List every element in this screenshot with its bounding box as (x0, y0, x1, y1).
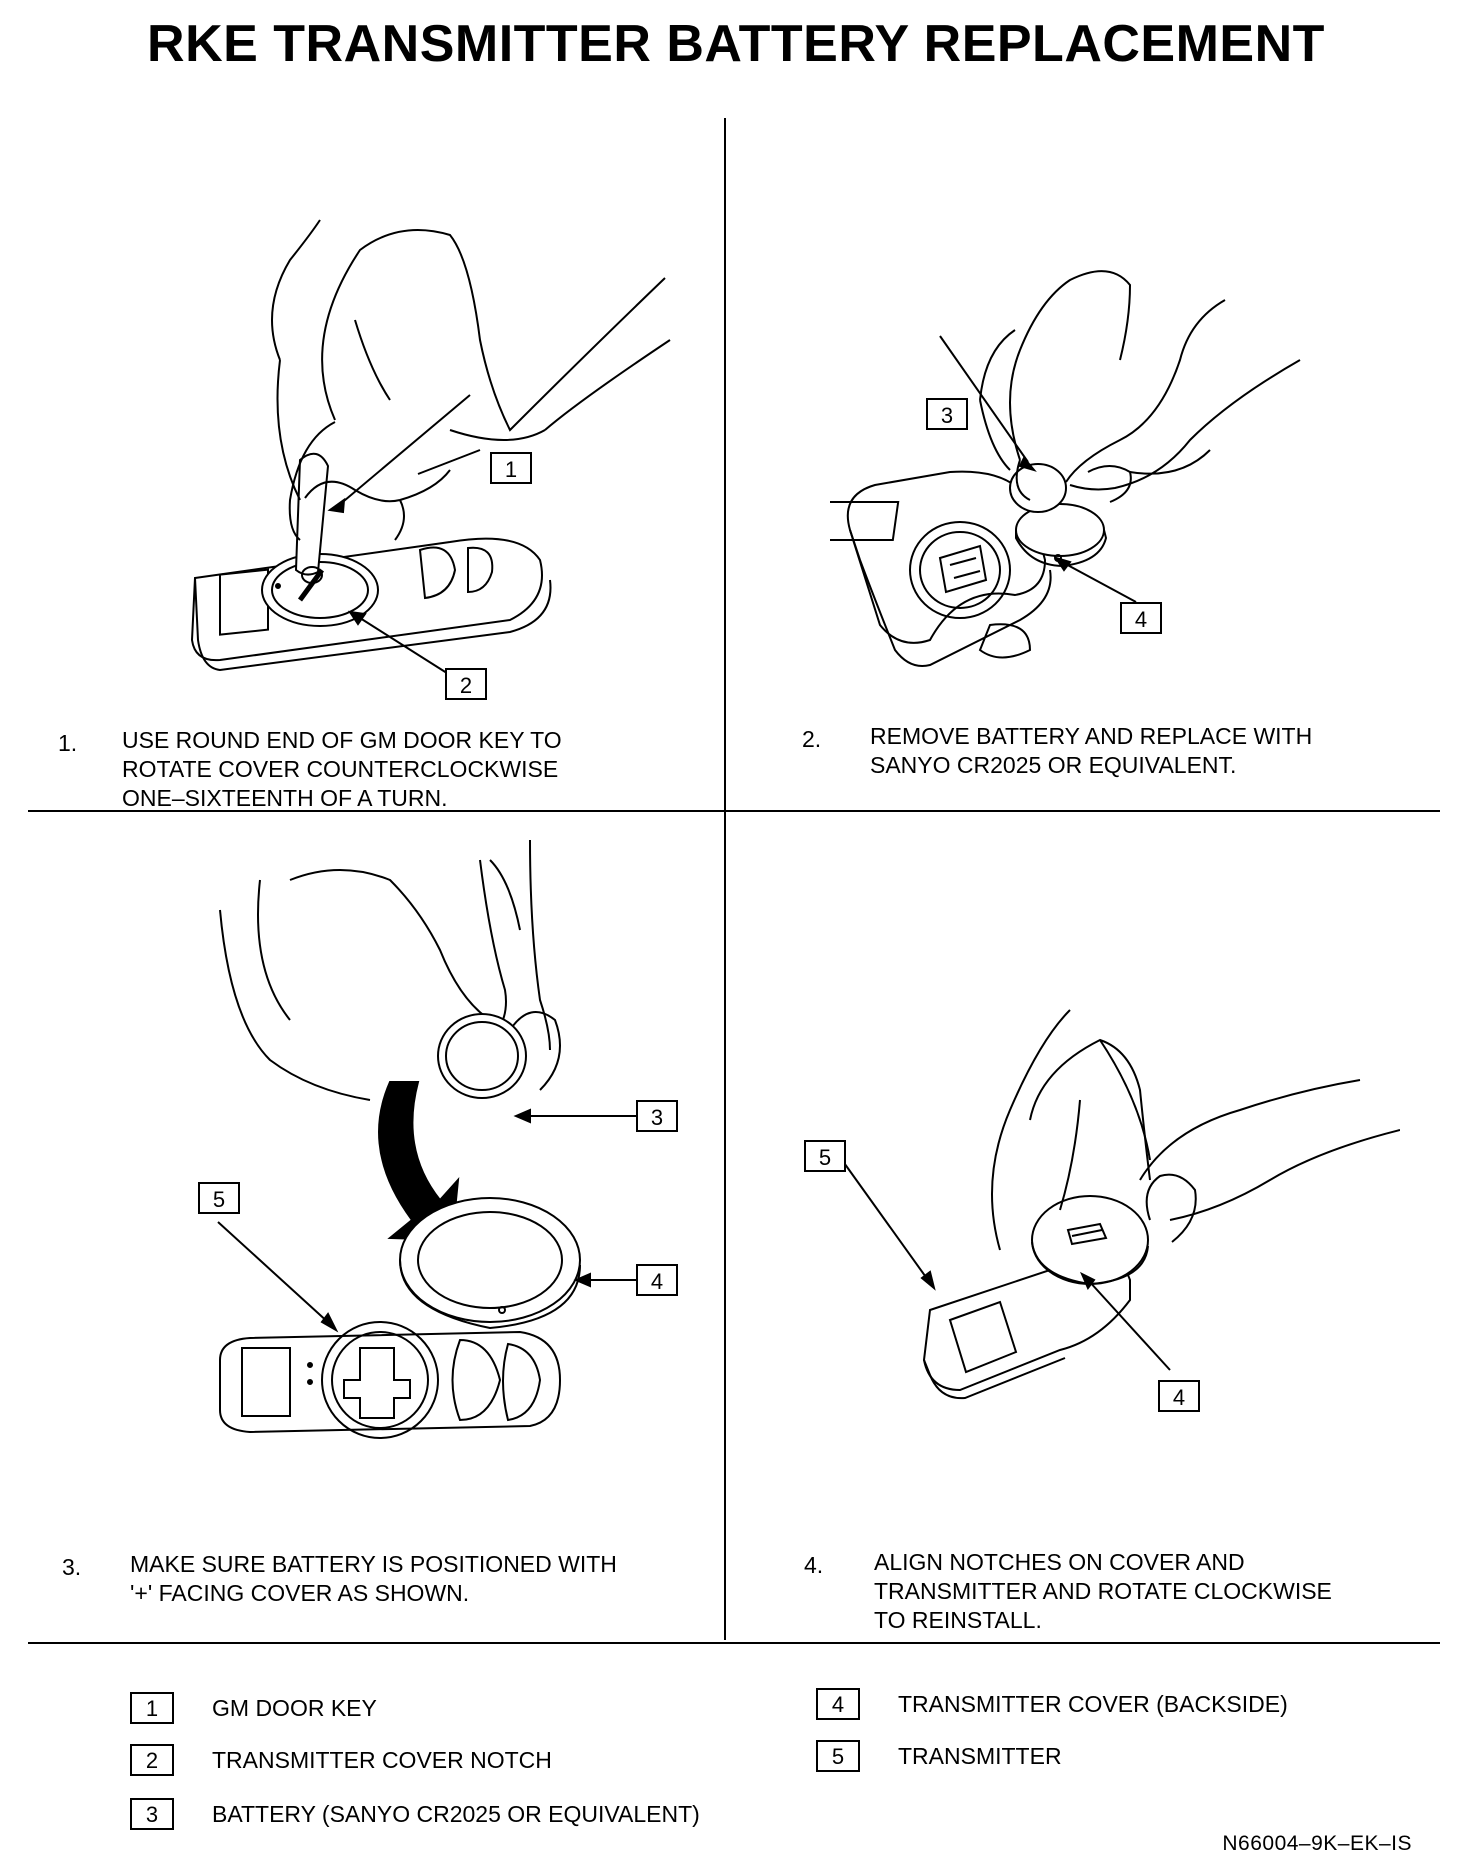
step-4-text: ALIGN NOTCHES ON COVER AND TRANSMITTER A… (874, 1549, 1332, 1633)
legend-label: GM DOOR KEY (212, 1695, 377, 1721)
legend-label: TRANSMITTER COVER (BACKSIDE) (898, 1691, 1288, 1717)
step-1-illustration (150, 200, 710, 720)
horizontal-divider-bottom (28, 1642, 1440, 1644)
step-4-leaders (800, 1130, 1240, 1410)
callout-3-battery-panel3: 3 (636, 1100, 678, 1132)
callout-5-transmitter-panel4: 5 (804, 1140, 846, 1172)
step-4-illustration (800, 980, 1400, 1420)
legend-number: 5 (816, 1740, 860, 1772)
callout-5-transmitter-panel3: 5 (198, 1182, 240, 1214)
callout-3-battery: 3 (926, 398, 968, 430)
legend-number: 2 (130, 1744, 174, 1776)
callout-4-cover-panel4: 4 (1158, 1380, 1200, 1412)
step-1-text: USE ROUND END OF GM DOOR KEY TO ROTATE C… (122, 727, 562, 811)
page-title: RKE TRANSMITTER BATTERY REPLACEMENT (147, 15, 1325, 73)
step-2-number: 2. (802, 726, 822, 752)
callout-2-cover-notch: 2 (445, 668, 487, 700)
callout-4-transmitter-cover: 4 (1120, 602, 1162, 634)
callout-1-door-key: 1 (490, 452, 532, 484)
figure-code: N66004–9K–EK–IS (1222, 1832, 1412, 1855)
step-3-illustration (190, 820, 710, 1439)
vertical-divider (724, 118, 726, 1640)
legend-label: BATTERY (SANYO CR2025 OR EQUIVALENT) (212, 1801, 700, 1827)
step-2-text: REMOVE BATTERY AND REPLACE WITH SANYO CR… (870, 723, 1313, 778)
step-1-number: 1. (58, 730, 78, 756)
legend-label: TRANSMITTER COVER NOTCH (212, 1747, 552, 1773)
legend-number: 4 (816, 1688, 860, 1720)
step-3-number: 3. (62, 1554, 82, 1580)
step-2-illustration (830, 240, 1370, 680)
callout-4-cover-panel3: 4 (636, 1264, 678, 1296)
step-4-number: 4. (804, 1552, 824, 1578)
step-3-text: MAKE SURE BATTERY IS POSITIONED WITH '+'… (130, 1551, 617, 1606)
horizontal-divider-middle (28, 810, 1440, 812)
legend-number: 3 (130, 1798, 174, 1830)
legend-number: 1 (130, 1692, 174, 1724)
legend-label: TRANSMITTER (898, 1743, 1062, 1769)
